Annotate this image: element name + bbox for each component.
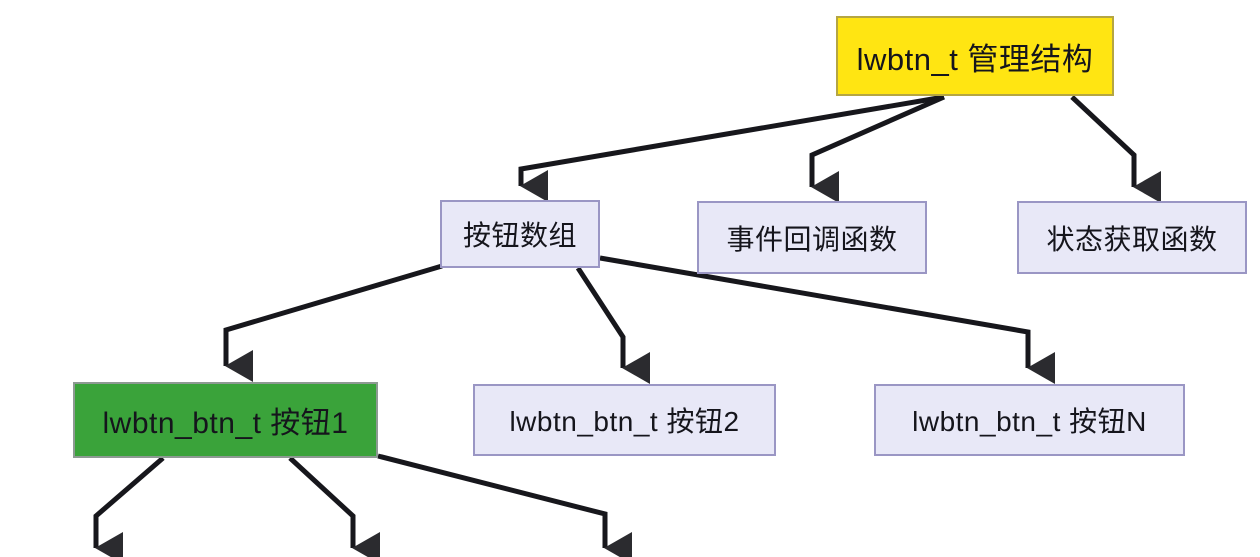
node-button-n-label: lwbtn_btn_t 按钮N — [912, 406, 1147, 437]
edge-btn1-to-child2 — [288, 456, 380, 557]
edge-btn-array-to-btnN — [599, 255, 1055, 384]
edge-btn-array-to-btn1-visible — [223, 263, 443, 382]
node-button-1[interactable]: lwbtn_btn_t 按钮1 — [73, 382, 378, 458]
node-state-getter-label: 状态获取函数 — [1046, 223, 1218, 255]
edge-root-to-state-get — [1070, 95, 1161, 203]
node-state-getter[interactable]: 状态获取函数 — [1017, 201, 1247, 274]
node-event-callback[interactable]: 事件回调函数 — [697, 201, 927, 274]
edge-root-to-btn-array — [518, 94, 945, 202]
node-button-array-label: 按钮数组 — [462, 220, 577, 251]
edge-btn1-to-child1 — [93, 456, 165, 557]
edge-btn-array-to-btn2 — [575, 266, 650, 384]
node-button-2-label: lwbtn_btn_t 按钮2 — [509, 406, 740, 437]
node-event-callback-label: 事件回调函数 — [726, 223, 898, 255]
node-button-array[interactable]: 按钮数组 — [440, 200, 600, 268]
edge-btn1-to-child3 — [377, 453, 632, 557]
node-button-2[interactable]: lwbtn_btn_t 按钮2 — [473, 384, 776, 456]
node-root[interactable]: lwbtn_t 管理结构 — [836, 16, 1114, 96]
node-button-1-label: lwbtn_btn_t 按钮1 — [102, 407, 349, 440]
node-button-n[interactable]: lwbtn_btn_t 按钮N — [874, 384, 1185, 456]
node-root-label: lwbtn_t 管理结构 — [856, 41, 1094, 77]
edge-root-to-event-cb — [809, 94, 946, 203]
